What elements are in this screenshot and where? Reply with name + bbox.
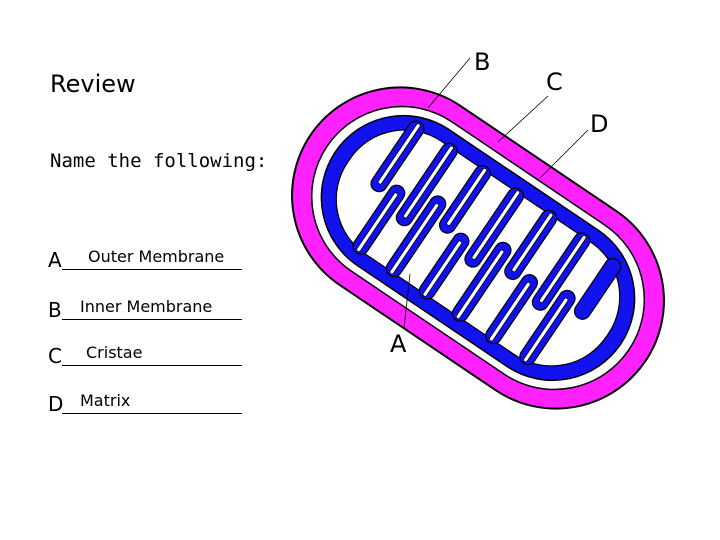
answer-row-b: B Inner Membrane bbox=[48, 290, 248, 320]
answer-blank-line bbox=[62, 319, 242, 320]
answer-row-a: A Outer Membrane bbox=[48, 240, 248, 270]
crista-channel bbox=[523, 297, 569, 363]
answer-blank-line bbox=[62, 269, 242, 270]
row-letter: B bbox=[48, 298, 62, 322]
crista-channel bbox=[539, 235, 587, 303]
matrix-region bbox=[335, 120, 622, 367]
crista-fold bbox=[573, 257, 622, 320]
answer-text: Matrix bbox=[80, 391, 131, 410]
crista-inner-channels bbox=[356, 123, 587, 363]
slide-title: Review bbox=[50, 70, 136, 98]
answer-row-d: D Matrix bbox=[48, 384, 248, 414]
answer-text: Outer Membrane bbox=[88, 247, 225, 266]
crista-channel bbox=[488, 281, 531, 342]
answer-text: Cristae bbox=[86, 343, 143, 362]
slide-prompt: Name the following: bbox=[50, 150, 268, 172]
diagram-label-d: D bbox=[590, 110, 608, 138]
answer-text: Inner Membrane bbox=[80, 297, 213, 316]
row-letter: A bbox=[48, 248, 62, 272]
leader-line-c bbox=[497, 95, 549, 143]
leader-line-a bbox=[403, 273, 411, 329]
crista-channel bbox=[471, 190, 521, 260]
crista-channel bbox=[403, 145, 454, 219]
answer-row-c: C Cristae bbox=[48, 336, 248, 366]
crista-channel bbox=[377, 123, 421, 185]
diagram-label-b: B bbox=[474, 48, 490, 76]
leader-lines bbox=[403, 57, 589, 329]
crista-channel bbox=[446, 167, 487, 226]
row-letter: D bbox=[48, 392, 64, 416]
crista-channel bbox=[389, 203, 440, 275]
crista-channel bbox=[422, 240, 463, 297]
diagram-label-a: A bbox=[390, 330, 407, 358]
crista-channel bbox=[356, 192, 399, 252]
row-letter: C bbox=[48, 344, 62, 368]
crista-channel bbox=[511, 212, 554, 273]
leader-line-b bbox=[427, 57, 471, 109]
leader-line-d bbox=[539, 129, 589, 179]
answer-blank-line bbox=[62, 365, 242, 366]
diagram-label-c: C bbox=[546, 68, 563, 96]
answer-blank-line bbox=[62, 413, 242, 414]
crista-channel bbox=[455, 249, 505, 320]
